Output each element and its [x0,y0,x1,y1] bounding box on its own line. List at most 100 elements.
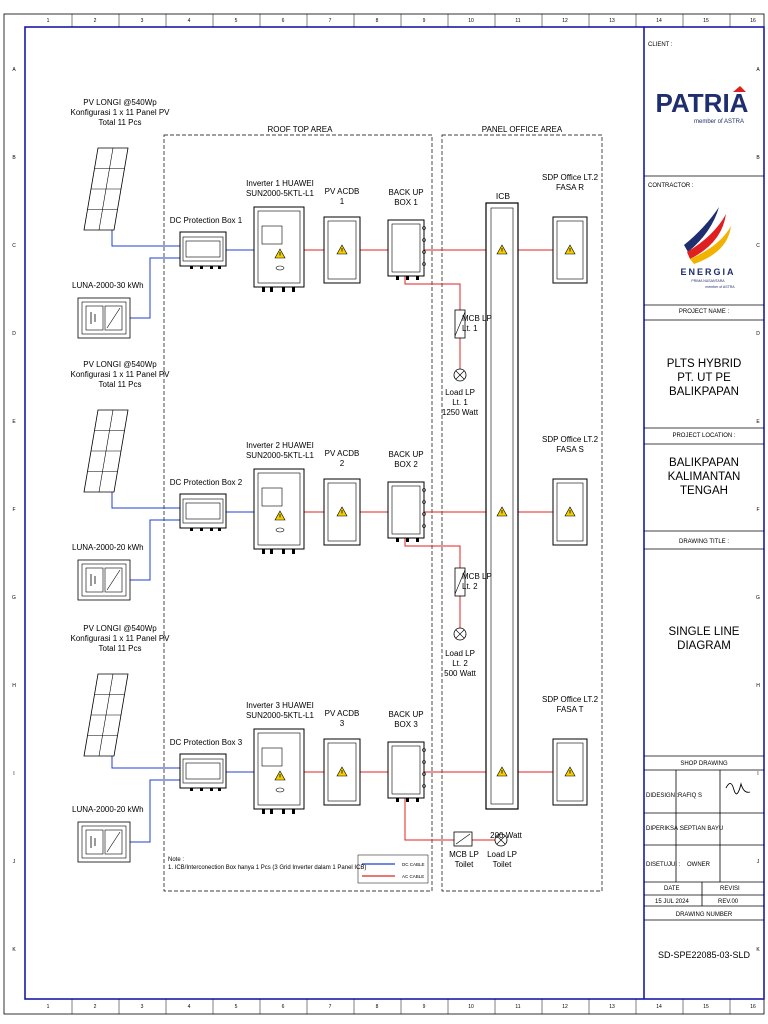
battery-2 [77,559,131,601]
panel-office-area-title: PANEL OFFICE AREA [481,125,563,134]
dc-protection-box-3 [179,753,227,791]
design-value: RAFIQ S [678,793,703,799]
mcb-lp-2 [454,567,466,597]
load-label-2: Load LP Lt. 2 500 Watt [444,649,476,678]
energia-sub: PRIMA NUSANTARA [691,279,725,283]
energia-logo [684,207,731,264]
patria-logo-accent [733,86,746,92]
battery-1 [77,297,131,339]
grid-col-3: 3 [141,18,144,24]
grid-col-8: 8 [376,1004,379,1010]
grid-col-11: 11 [515,18,520,24]
grid-col-2: 2 [94,1004,97,1010]
grid-col-12: 12 [562,1004,568,1010]
sdp-office-1 [552,216,588,284]
load-lp-toilet [494,833,508,847]
grid-row-C: C [756,243,760,249]
grid-row-F: F [12,507,15,513]
pv-array-1 [83,147,129,231]
grid-col-11: 11 [515,1004,520,1010]
load-label-toilet: Load LP Toilet [487,850,517,869]
sdp-label-3: SDP Office LT.2 FASA T [541,695,599,714]
backup-box-label-1: BACK UP BOX 1 [388,188,424,207]
pv-acdb-3 [323,738,361,806]
patria-logo: PATRIA [656,88,749,118]
dc-protection-label-2: DC Protection Box 2 [169,478,243,487]
inverter-1 [253,206,305,292]
grid-row-I: I [757,771,758,777]
date-value: 15 JUL 2024 [655,899,689,905]
dc-protection-label-3: DC Protection Box 3 [169,738,243,747]
pv-acdb-1 [323,216,361,284]
grid-row-H: H [756,683,760,689]
energia-logo-text: ENERGIA [680,267,735,277]
grid-marks: 1122334455667788991010111112121313141415… [12,14,760,1014]
grid-row-E: E [756,419,760,425]
legend-dc-label: DC CABLE [402,862,425,867]
equipment-layer [77,147,588,863]
drawing-number-label: DRAWING NUMBER [675,912,733,918]
grid-row-B: B [756,155,760,161]
pv-array-label-2: PV LONGI @540Wp Konfigurasi 1 x 11 Panel… [70,360,170,389]
energia-sub2: member of ASTRA [705,285,735,289]
load-label-1: Load LP Lt. 1 1250 Watt [441,388,479,417]
pv-array-label-1: PV LONGI @540Wp Konfigurasi 1 x 11 Panel… [70,98,170,127]
grid-row-B: B [12,155,16,161]
battery-label-1: LUNA-2000-30 kWh [72,281,144,290]
pv-acdb-label-2: PV ACDB 2 [324,449,360,468]
inverter-label-3: Inverter 3 HUAWEI SUN2000-5KTL-L1 [245,701,315,720]
grid-col-1: 1 [47,1004,50,1010]
inverter-2 [253,468,305,554]
grid-col-13: 13 [609,18,615,24]
pv-array-2 [83,409,129,493]
backup-box-3 [387,741,426,802]
mcb-lp-toilet [453,831,473,847]
patria-sub: member of ASTRA [694,119,744,125]
date-label: DATE [664,886,680,892]
dc-protection-box-2 [179,493,227,531]
contractor-label: CONTRACTOR : [648,183,694,189]
grid-col-14: 14 [656,1004,662,1010]
dc-protection-box-1 [179,231,227,269]
inverter-label-1: Inverter 1 HUAWEI SUN2000-5KTL-L1 [245,179,315,198]
grid-row-C: C [12,243,16,249]
grid-row-H: H [12,683,16,689]
load-lp-2 [453,627,467,641]
sdp-office-3 [552,738,588,806]
grid-col-16: 16 [750,18,756,24]
inverter-3 [253,728,305,814]
grid-row-I: I [13,771,14,777]
sdp-label-1: SDP Office LT.2 FASA R [541,173,599,192]
grid-col-6: 6 [282,18,285,24]
grid-col-8: 8 [376,18,379,24]
legend-ac-label: AC CABLE [402,874,424,879]
grid-row-A: A [12,67,16,73]
grid-col-7: 7 [329,1004,332,1010]
grid-row-J: J [757,859,760,865]
legend-box [357,854,429,884]
project-location-label: PROJECT LOCATION : [672,433,736,439]
icb-panel [485,202,519,810]
grid-col-4: 4 [188,1004,191,1010]
check-value: SEPTIAN BAYU [680,826,724,832]
rev-value: REV.00 [718,899,739,905]
icb-label: ICB [495,191,511,201]
sdp-office-2 [552,478,588,546]
mcb-label-2: MCB LP Lt. 2 [462,572,492,591]
grid-row-G: G [756,595,760,601]
pv-acdb-2 [323,478,361,546]
grid-col-7: 7 [329,18,332,24]
pv-acdb-label-1: PV ACDB 1 [324,187,360,206]
check-label: DIPERIKSA : [646,826,682,832]
sdp-label-2: SDP Office LT.2 FASA S [541,435,599,454]
client-label: CLIENT : [648,42,673,48]
grid-row-D: D [756,331,760,337]
design-label: DIDESIGN : [646,793,679,799]
panel-office-area-box [441,134,603,892]
mcb-lp-1 [454,309,466,339]
grid-col-4: 4 [188,18,191,24]
dc-protection-label-1: DC Protection Box 1 [169,216,243,225]
grid-col-2: 2 [94,18,97,24]
inverter-label-2: Inverter 2 HUAWEI SUN2000-5KTL-L1 [245,441,315,460]
grid-col-16: 16 [750,1004,756,1010]
